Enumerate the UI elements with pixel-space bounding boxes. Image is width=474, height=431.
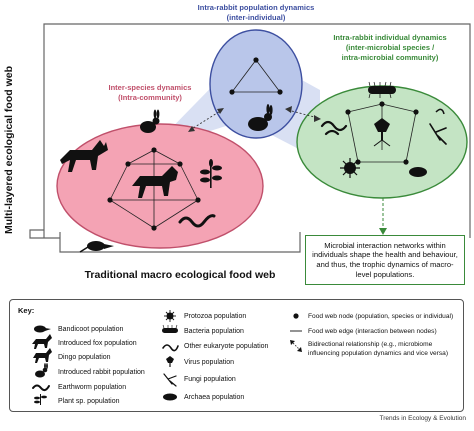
key-earthworm-icon — [32, 384, 50, 392]
key-fox-icon — [32, 334, 52, 349]
archaea-icon — [409, 167, 427, 177]
key-label: Virus population — [184, 359, 234, 366]
key-fungi-icon — [163, 373, 177, 387]
earthworm-icon — [178, 214, 216, 228]
food-web-node — [403, 159, 409, 165]
food-web-node — [107, 197, 113, 203]
key-label: Food web edge (interaction between nodes… — [308, 328, 437, 335]
key-label: Bandicoot population — [58, 326, 123, 333]
key-label: Food web node (population, species or in… — [308, 313, 453, 320]
key-label: Bacteria population — [184, 328, 244, 335]
inter-species-network — [109, 149, 199, 229]
key-box — [9, 299, 464, 412]
key-label: Archaea population — [184, 394, 244, 401]
food-web-node — [413, 109, 419, 115]
key-bacteria-icon — [162, 324, 178, 333]
key-label: Dingo population — [58, 354, 111, 361]
arrowhead — [285, 106, 292, 113]
dingo-icon — [132, 166, 178, 198]
eukaryote-icon — [320, 120, 348, 136]
key-eukaryote-icon — [162, 344, 179, 352]
fungi-icon — [429, 123, 447, 145]
fox-icon — [60, 140, 108, 172]
inter-species-title-2: (Intra-community) — [118, 93, 182, 102]
microbial-callout: Microbial interaction networks within in… — [305, 235, 465, 285]
key-title: Key: — [18, 306, 34, 315]
intra-population-title-1: Intra-rabbit population dynamics — [198, 3, 315, 12]
protozoa-icon — [340, 158, 360, 178]
bidirectional-arrow-blue-green — [287, 109, 319, 119]
side-label: Multi-layered ecological food web — [3, 66, 15, 234]
arrowhead — [379, 228, 387, 235]
intra-individual-title-1: Intra-rabbit individual dynamics — [333, 33, 446, 42]
key-bandicoot-icon — [34, 325, 51, 333]
arrowhead — [297, 347, 302, 352]
key-label: influencing population dynamics and vice… — [308, 350, 448, 357]
food-web-node — [345, 109, 351, 115]
food-web-node — [177, 161, 183, 167]
plant-icon — [200, 159, 222, 188]
key-label: Protozoa population — [184, 313, 246, 320]
virus-icon — [373, 118, 391, 147]
bacteria-icon — [368, 86, 396, 94]
intra-individual-title-3: intra-microbial community) — [342, 53, 439, 62]
rabbit-icon — [140, 109, 160, 133]
key-dingo-icon — [33, 348, 52, 363]
food-web-node — [125, 161, 131, 167]
food-web-node — [277, 89, 283, 95]
key-archaea-icon — [163, 393, 177, 401]
intra-individual-title-2: (inter-microbial species / — [346, 43, 435, 52]
key-label: Bidirectional relationship (e.g., microb… — [308, 341, 433, 348]
key-rabbit-icon — [35, 363, 48, 378]
inter-species-title-1: Inter-species dynamics — [109, 83, 192, 92]
key-label: Introduced rabbit population — [58, 369, 145, 376]
intra-population-network — [231, 59, 281, 93]
traditional-bracket — [29, 229, 301, 253]
key-label: Introduced fox population — [58, 340, 137, 347]
key-plant-icon — [34, 394, 47, 405]
food-web-node — [195, 197, 201, 203]
bacteria-cilia — [368, 81, 392, 99]
arrowhead — [188, 126, 195, 132]
key-bidirectional-arrow-icon — [290, 340, 302, 352]
food-web-node — [151, 147, 157, 153]
bottom-label: Traditional macro ecological food web — [85, 269, 276, 281]
intra-population-ellipse — [209, 29, 303, 139]
food-web-node — [355, 159, 361, 165]
arrowhead — [290, 340, 295, 345]
outer-bracket — [43, 23, 471, 238]
rabbit-icon — [248, 104, 273, 131]
journal-credit: Trends in Ecology & Evolution — [379, 415, 466, 422]
intra-population-title-2: (inter-individual) — [227, 13, 286, 22]
arrowhead — [314, 115, 321, 122]
key-virus-icon — [166, 356, 174, 367]
key-protozoa-icon — [164, 310, 176, 322]
key-node-icon — [293, 313, 299, 319]
key-label: Plant sp. population — [58, 398, 120, 405]
key-label: Fungi population — [184, 376, 236, 383]
food-web-node — [253, 57, 259, 63]
key-label: Earthworm population — [58, 384, 126, 391]
food-web-node — [151, 225, 157, 231]
eukaryote-icon — [435, 108, 445, 115]
arrowhead — [217, 108, 224, 114]
callout-text: Microbial interaction networks within in… — [312, 240, 458, 279]
bandicoot-icon — [79, 241, 114, 253]
food-web-node — [379, 101, 385, 107]
key-label: Other eukaryote population — [184, 343, 269, 350]
food-web-node — [229, 89, 235, 95]
